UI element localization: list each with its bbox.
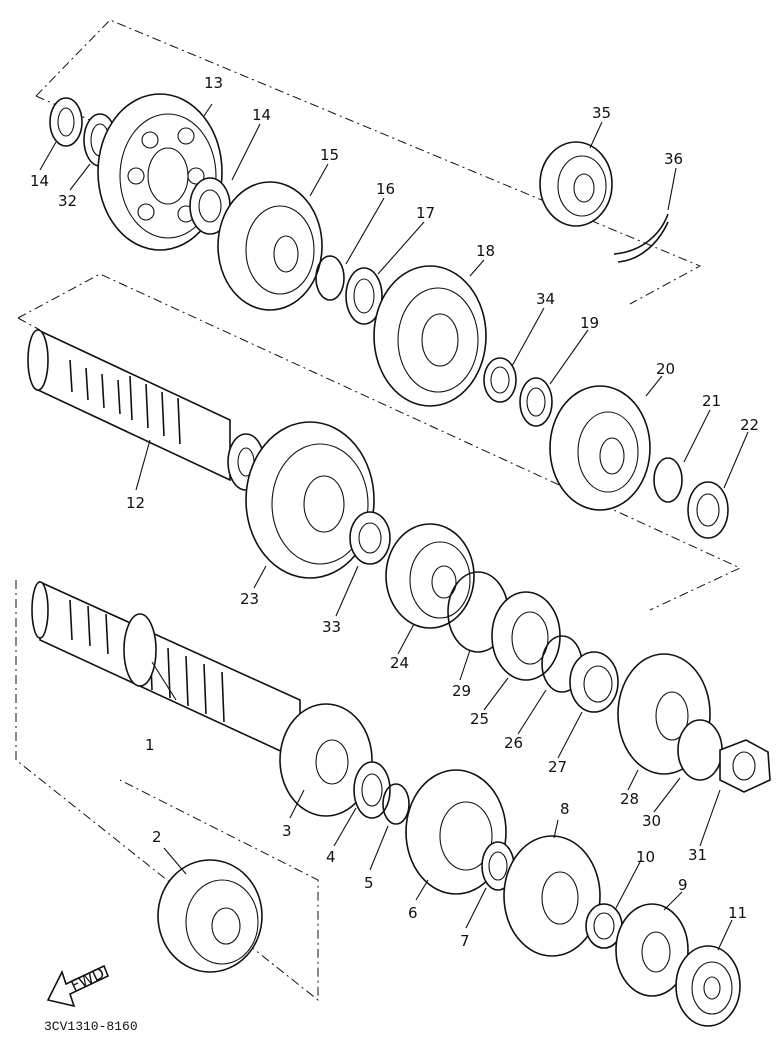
washer-14a [49,97,83,147]
bushing-33 [349,511,391,565]
callout-1: 1 [145,736,155,754]
callout-30: 30 [642,812,661,830]
callout-15: 15 [320,146,339,164]
callout-21: 21 [702,392,721,410]
callout-24: 24 [390,654,409,672]
washer-19 [519,377,553,427]
lock-washer-30 [677,719,723,781]
callout-8: 8 [560,800,570,818]
oil-seal-25 [491,591,561,681]
bushing-34 [483,357,517,403]
main-axle [27,328,265,491]
gear-8 [503,835,601,957]
bearing-35 [539,141,613,227]
callout-20: 20 [656,360,675,378]
callout-16: 16 [376,180,395,198]
circlip-5 [382,783,410,825]
callout-33: 33 [322,618,341,636]
washer-4 [353,761,391,819]
callout-23: 23 [240,590,259,608]
fwd-label: FWD [68,964,107,995]
callout-34: 34 [536,290,555,308]
bearing-11 [675,945,741,1027]
gear-6 [405,769,507,895]
callout-4: 4 [326,848,336,866]
callout-6: 6 [408,904,418,922]
gear-15 [217,181,323,311]
callout-3: 3 [282,822,292,840]
catalog-code: 3CV1310-8160 [44,1019,138,1034]
callout-9: 9 [678,876,688,894]
callout-13: 13 [204,74,223,92]
callout-29: 29 [452,682,471,700]
gear-3 [279,703,373,817]
callout-35: 35 [592,104,611,122]
callout-32: 32 [58,192,77,210]
washer-22 [687,481,729,539]
circlip-21 [653,457,683,503]
callout-18: 18 [476,242,495,260]
gear-23 [245,421,375,579]
callout-7: 7 [460,932,470,950]
upper-group-outline [35,19,702,305]
callouts: 1 2 3 4 5 6 7 8 9 10 11 12 13 14 14 15 1… [30,74,759,950]
washer-17 [345,267,383,325]
circlip-16 [315,255,345,301]
lower-group-outline [15,580,319,1002]
callout-36: 36 [664,150,683,168]
nut-31 [719,739,771,793]
leader-lines [39,103,749,951]
callout-17: 17 [416,204,435,222]
middle-group-edge [17,317,41,331]
collar-27 [569,651,619,713]
callout-28: 28 [620,790,639,808]
callout-22: 22 [740,416,759,434]
callout-26: 26 [504,734,523,752]
circlip-36 [613,213,669,263]
drive-axle [31,580,301,762]
gear-20 [549,385,651,511]
callout-12: 12 [126,494,145,512]
bearing-24 [385,523,475,629]
callout-5: 5 [364,874,374,892]
callout-19: 19 [580,314,599,332]
callout-10: 10 [636,848,655,866]
callout-11: 11 [728,904,747,922]
middle-group-outline [17,273,742,611]
fwd-arrow-icon: FWD [46,964,110,1008]
callout-14a: 14 [30,172,49,190]
callout-31: 31 [688,846,707,864]
gear-9 [615,903,689,997]
bearing-2 [157,859,263,973]
callout-2: 2 [152,828,162,846]
callout-27: 27 [548,758,567,776]
gear-18 [373,265,487,407]
callout-25: 25 [470,710,489,728]
callout-14b: 14 [252,106,271,124]
